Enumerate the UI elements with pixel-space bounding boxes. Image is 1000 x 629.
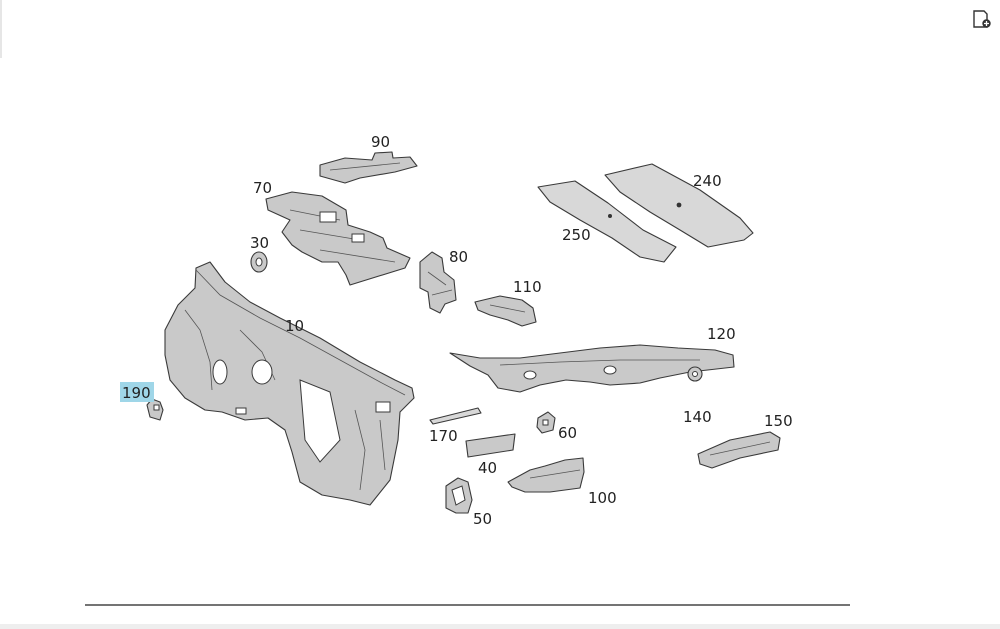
part-10[interactable]	[164, 261, 415, 506]
callout-40[interactable]: 40	[478, 459, 497, 477]
callout-190[interactable]: 190	[122, 384, 151, 402]
part-70[interactable]	[265, 191, 411, 286]
left-panel-edge	[0, 0, 2, 58]
callout-150[interactable]: 150	[764, 412, 793, 430]
callout-70[interactable]: 70	[253, 179, 272, 197]
part-50[interactable]	[445, 477, 473, 514]
callout-10[interactable]: 10	[285, 317, 304, 335]
bottom-scrollbar-track[interactable]	[0, 624, 1000, 629]
part-40[interactable]	[465, 433, 516, 458]
callout-100[interactable]: 100	[588, 489, 617, 507]
document-add-icon	[973, 10, 991, 28]
callout-50[interactable]: 50	[473, 510, 492, 528]
callout-170[interactable]: 170	[429, 427, 458, 445]
add-to-list-button[interactable]	[970, 8, 994, 30]
callout-60[interactable]: 60	[558, 424, 577, 442]
callout-240[interactable]: 240	[693, 172, 722, 190]
callout-80[interactable]: 80	[449, 248, 468, 266]
part-240[interactable]	[604, 163, 754, 248]
callout-120[interactable]: 120	[707, 325, 736, 343]
callout-250[interactable]: 250	[562, 226, 591, 244]
part-90[interactable]	[319, 151, 418, 184]
callout-140[interactable]: 140	[683, 408, 712, 426]
part-100[interactable]	[507, 457, 585, 493]
part-140[interactable]	[687, 366, 703, 382]
part-170[interactable]	[429, 407, 482, 425]
part-110[interactable]	[474, 295, 537, 327]
part-80[interactable]	[419, 251, 457, 314]
part-30[interactable]	[250, 251, 268, 273]
part-120[interactable]	[449, 344, 735, 393]
part-250[interactable]	[537, 180, 677, 263]
callout-90[interactable]: 90	[371, 133, 390, 151]
part-150[interactable]	[697, 431, 781, 469]
part-190[interactable]	[146, 398, 164, 421]
part-60[interactable]	[536, 411, 556, 434]
callout-190-highlight	[120, 382, 154, 402]
callout-30[interactable]: 30	[250, 234, 269, 252]
callout-110[interactable]: 110	[513, 278, 542, 296]
